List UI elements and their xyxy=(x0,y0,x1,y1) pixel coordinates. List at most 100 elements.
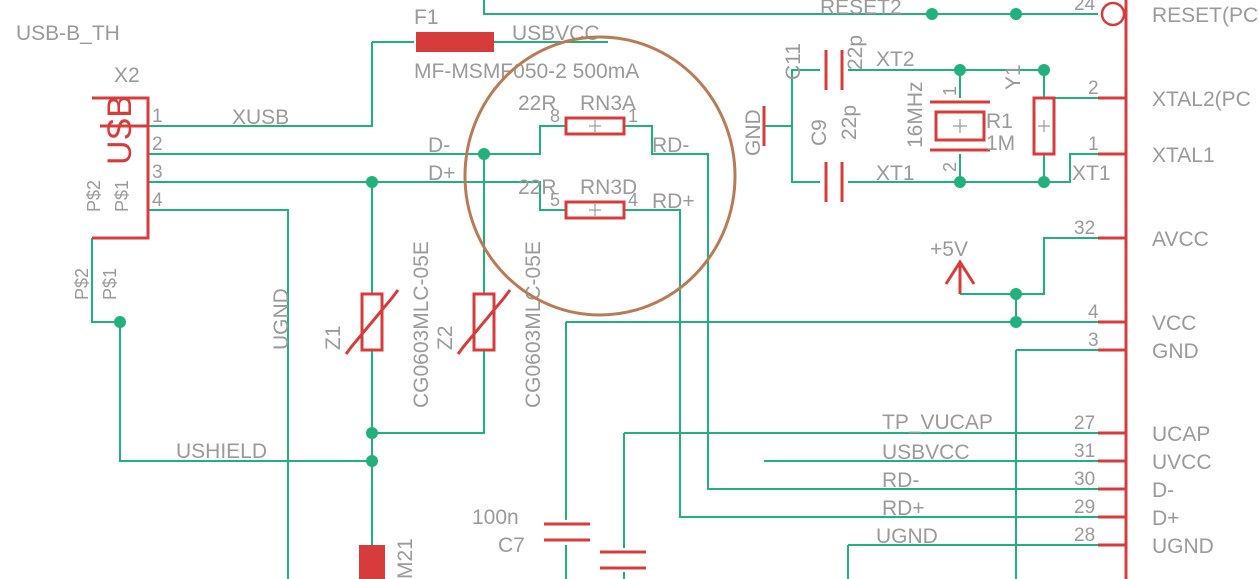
usb-connector[interactable]: USB 1 2 3 4 P$2 P$1 P$2 P$1 xyxy=(72,95,163,300)
resistor-body xyxy=(564,200,626,220)
crystal-frequency-label: 16MHz xyxy=(904,81,927,148)
mcu-pin-vcc[interactable]: 4 VCC xyxy=(1088,302,1196,335)
net-label-reset2: RESET2 xyxy=(820,0,902,19)
capacitor-c11[interactable] xyxy=(824,50,844,90)
mcu-pin-avcc[interactable]: 32 AVCC xyxy=(1074,218,1209,251)
net-label-rd-plus: RD+ xyxy=(652,190,695,213)
usb-pin-4: 4 xyxy=(152,190,163,211)
net-label-rd-minus-mcu: RD- xyxy=(882,469,919,492)
r1-ref-label: R1 xyxy=(986,110,1013,133)
c11-ref-label: C11 xyxy=(782,43,805,80)
c11-value-label: 22p xyxy=(844,35,867,70)
junction xyxy=(366,176,378,188)
net-label-ugnd-mcu: UGND xyxy=(876,525,938,548)
capacitor-ucap[interactable] xyxy=(600,550,646,570)
mcu-pin-uvcc[interactable]: 31 UVCC USBVCC xyxy=(882,441,1212,474)
mcu-body xyxy=(1098,0,1128,579)
mcu-pin-number: 31 xyxy=(1074,441,1095,462)
rn3a-ref-label: RN3A xyxy=(580,92,636,115)
resistor-body xyxy=(1032,96,1056,156)
rn3a-value-label: 22R xyxy=(518,92,557,115)
mcu-pin-name: XTAL2(PC xyxy=(1152,88,1251,111)
mcu-pin-number: 28 xyxy=(1074,525,1095,546)
net-label-ushield: USHIELD xyxy=(176,440,267,463)
mcu-pin-number: 2 xyxy=(1088,78,1099,99)
m21-component[interactable] xyxy=(359,545,385,579)
z2-value-label: CG0603MLC-05E xyxy=(522,241,545,408)
crystal-pin-1: 1 xyxy=(940,86,960,96)
fuse-value-label: MF-MSMF050-2 500mA xyxy=(414,60,639,83)
net-label-xusb: XUSB xyxy=(232,106,289,129)
usb-pad-label: P$2 xyxy=(84,180,104,212)
net-label-rd-minus: RD- xyxy=(652,134,689,157)
m21-body xyxy=(359,545,385,579)
fuse[interactable] xyxy=(416,32,494,52)
resistor-body xyxy=(564,116,626,136)
usb-shield-label: P$2 xyxy=(72,268,92,300)
mcu-pin-reset[interactable]: 24 RESET(PC xyxy=(1074,0,1258,27)
resistor-rn3d[interactable] xyxy=(564,200,626,220)
resistor-rn3a[interactable] xyxy=(564,116,626,136)
net-label-ugnd: UGND xyxy=(270,288,293,350)
c9-value-label: 22p xyxy=(838,105,861,140)
resistor-r1[interactable] xyxy=(1032,96,1056,156)
mcu-pin-xtal1[interactable]: 1 XTAL1 xyxy=(1088,134,1215,167)
crystal-pin-2: 2 xyxy=(940,162,960,172)
junction xyxy=(114,316,126,328)
rn3d-ref-label: RN3D xyxy=(580,176,637,199)
varistor-z2[interactable] xyxy=(456,289,512,355)
usb-value-label: USB-B_TH xyxy=(16,22,120,45)
junction xyxy=(926,8,938,20)
mcu-pin-number: 27 xyxy=(1074,413,1095,434)
mcu-pin-number: 1 xyxy=(1088,134,1099,155)
mcu-pin-number: 24 xyxy=(1074,0,1096,15)
z1-ref-label: Z1 xyxy=(322,325,345,350)
highlight-circle xyxy=(463,35,737,317)
mcu-pin-d-minus[interactable]: 30 D- RD- xyxy=(882,469,1174,502)
net-label-d-plus: D+ xyxy=(428,162,455,185)
usb-pin-1: 1 xyxy=(152,106,163,127)
junction xyxy=(954,176,966,188)
z2-ref-label: Z2 xyxy=(434,325,457,350)
junction xyxy=(1010,8,1022,20)
c7-ref-label: C7 xyxy=(498,534,525,557)
capacitor-c9[interactable] xyxy=(824,162,844,202)
junction xyxy=(366,455,378,467)
net-label-rd-plus-mcu: RD+ xyxy=(882,497,925,520)
capacitor-c7[interactable] xyxy=(544,522,590,542)
net-label-xt1: XT1 xyxy=(876,162,915,185)
mcu-pin-name: UGND xyxy=(1152,535,1214,558)
usb-ref-label: X2 xyxy=(114,64,140,87)
rn3d-value-label: 22R xyxy=(518,176,557,199)
mcu-pin-name: GND xyxy=(1152,340,1199,363)
wires xyxy=(91,0,1098,579)
mcu-pin-ucap[interactable]: 27 UCAP TP_VUCAP xyxy=(882,411,1210,446)
mcu-pin-ugnd[interactable]: 28 UGND UGND xyxy=(876,525,1214,558)
junction xyxy=(1038,64,1050,76)
junction xyxy=(366,427,378,439)
junction xyxy=(954,64,966,76)
mcu-pin-number: 4 xyxy=(1088,302,1099,323)
r1-value-label: 1M xyxy=(986,132,1015,155)
crystal-body xyxy=(934,110,986,142)
mcu-pin-d-plus[interactable]: 29 D+ RD+ xyxy=(882,497,1179,530)
mcu-pin-name: D- xyxy=(1152,479,1174,502)
rn3d-pin-left: 5 xyxy=(550,190,560,210)
crystal-y1[interactable] xyxy=(930,100,990,152)
mcu-pin-name: XTAL1 xyxy=(1152,144,1215,167)
mcu-pin-name: UVCC xyxy=(1152,451,1212,474)
net-label-5v: +5V xyxy=(930,238,968,261)
mcu-pin-gnd[interactable]: 3 GND xyxy=(1088,330,1199,363)
net-label-xt1-right: XT1 xyxy=(1072,162,1111,185)
varistor-body xyxy=(472,292,496,352)
net-label-xt2: XT2 xyxy=(876,48,915,71)
y1-ref-label: Y1 xyxy=(1002,64,1025,90)
mcu-pin-xtal2[interactable]: 2 XTAL2(PC xyxy=(1088,78,1251,111)
varistor-z1[interactable] xyxy=(344,289,400,355)
rn3a-pin-left: 8 xyxy=(550,106,560,126)
fuse-body xyxy=(416,32,494,52)
mcu-pin-number: 30 xyxy=(1074,469,1095,490)
junction xyxy=(1010,288,1022,300)
c9-ref-label: C9 xyxy=(808,119,831,146)
junction xyxy=(478,148,490,160)
